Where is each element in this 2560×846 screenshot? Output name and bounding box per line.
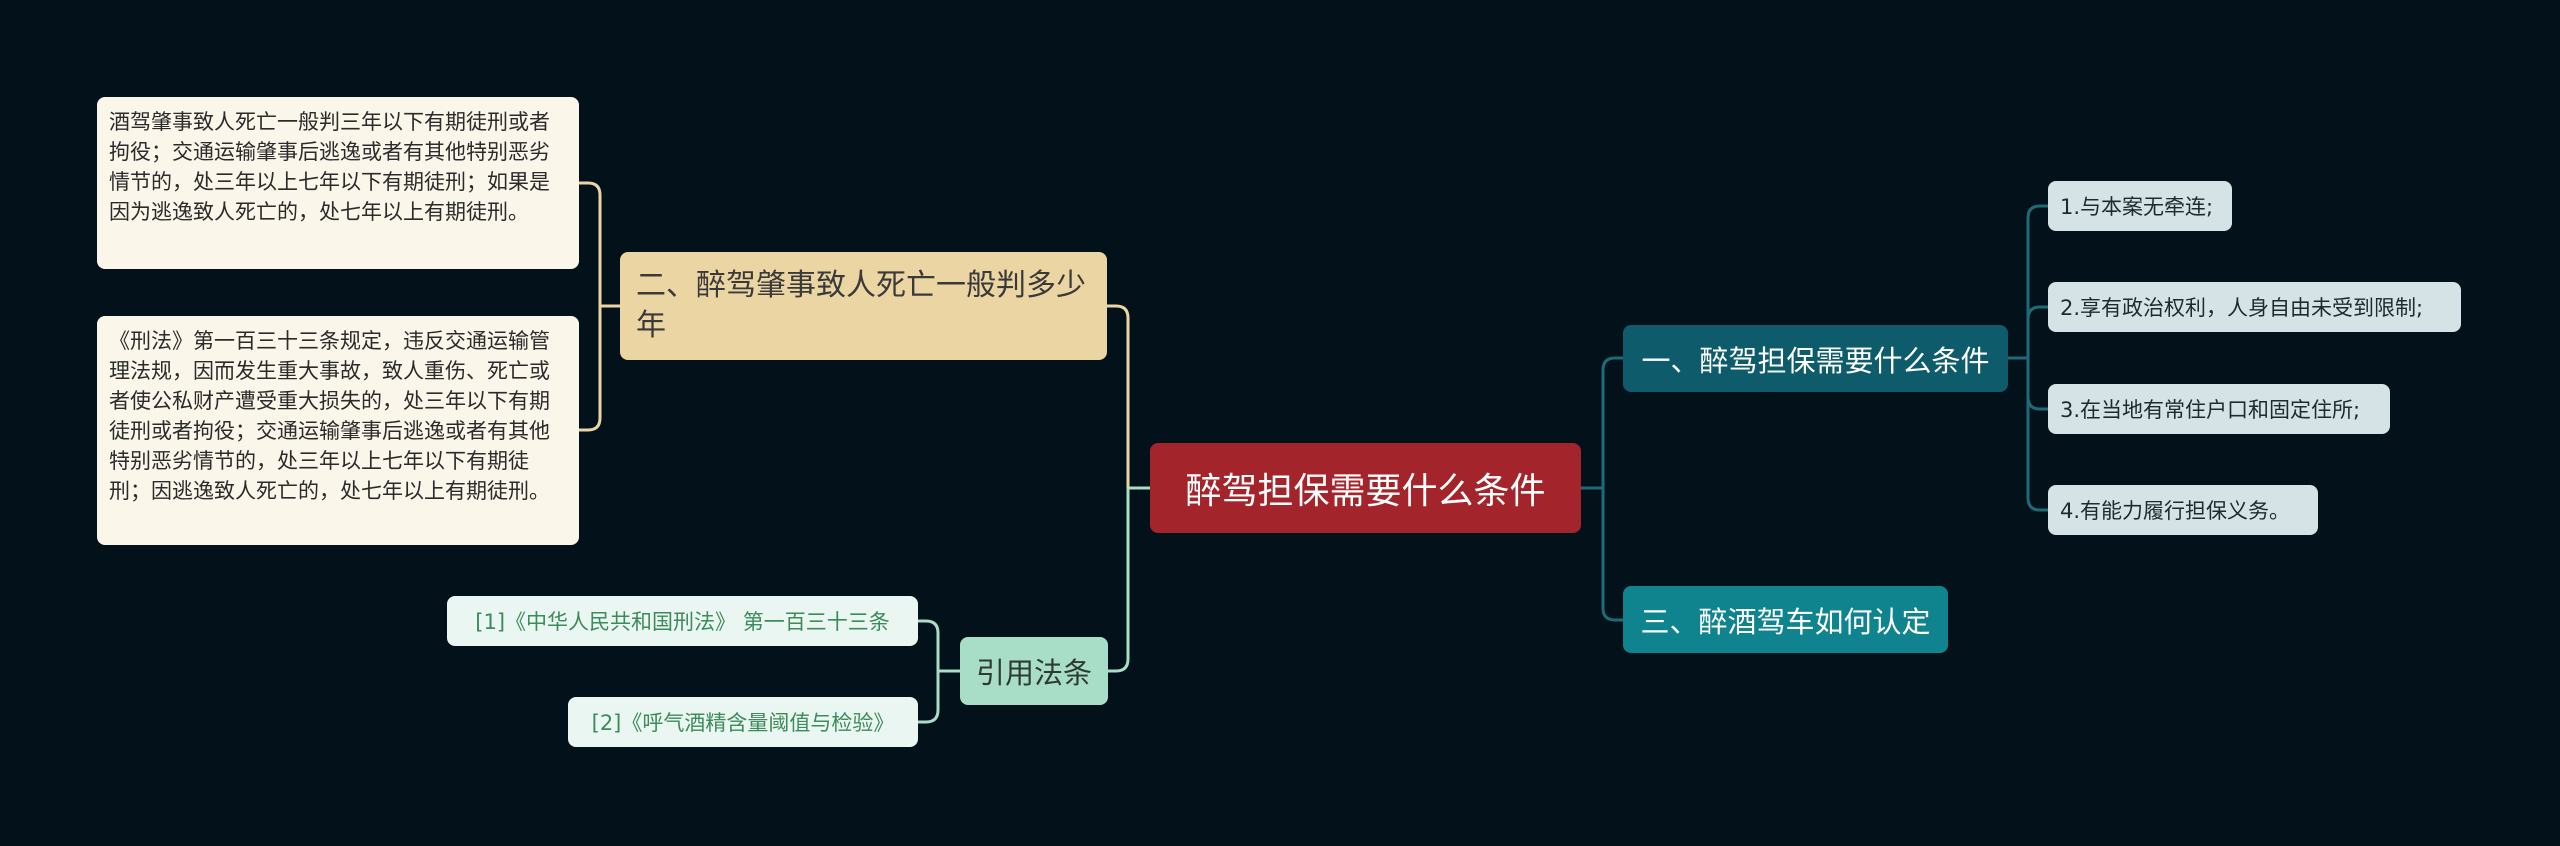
connector-right-to-branch1 — [1601, 356, 1623, 488]
condition-item-3[interactable]: 3.在当地有常住户口和固定住所; — [2048, 384, 2390, 434]
connector-branch1-text1 — [579, 181, 620, 308]
branch-cited-laws[interactable]: 引用法条 — [960, 637, 1108, 705]
root-topic-label: 醉驾担保需要什么条件 — [1185, 471, 1546, 512]
sentencing-text-2[interactable]: 《刑法》第一百三十三条规定，违反交通运输管理法规，因而发生重大事故，致人重伤、死… — [97, 316, 579, 545]
connector-rb1-item2 — [2026, 305, 2048, 358]
condition-item-4-label: 4.有能力履行担保义务。 — [2060, 499, 2291, 523]
connector-left-to-branch2 — [1108, 488, 1130, 673]
condition-item-1[interactable]: 1.与本案无牵连; — [2048, 181, 2232, 231]
branch-bail-conditions-label: 一、醉驾担保需要什么条件 — [1641, 343, 1990, 378]
cited-law-1-label: [1]《中华人民共和国刑法》 第一百三十三条 — [475, 610, 890, 634]
branch-drunk-driving-definition-label: 三、醉酒驾车如何认定 — [1640, 604, 1931, 639]
cited-law-1[interactable]: [1]《中华人民共和国刑法》 第一百三十三条 — [447, 596, 918, 646]
condition-item-2[interactable]: 2.享有政治权利，人身自由未受到限制; — [2048, 282, 2461, 332]
branch-sentencing-label: 二、醉驾肇事致人死亡一般判多少年 — [636, 268, 1086, 343]
branch-drunk-driving-definition[interactable]: 三、醉酒驾车如何认定 — [1623, 586, 1948, 653]
connector-branch2-ref2 — [918, 671, 940, 724]
condition-item-4[interactable]: 4.有能力履行担保义务。 — [2048, 485, 2318, 535]
sentencing-text-1[interactable]: 酒驾肇事致人死亡一般判三年以下有期徒刑或者拘役；交通运输肇事后逃逸或者有其他特别… — [97, 97, 579, 269]
sentencing-text-2-content: 《刑法》第一百三十三条规定，违反交通运输管理法规，因而发生重大事故，致人重伤、死… — [109, 329, 550, 503]
branch-sentencing[interactable]: 二、醉驾肇事致人死亡一般判多少年 — [620, 252, 1107, 360]
condition-item-1-label: 1.与本案无牵连; — [2060, 195, 2214, 219]
branch-cited-laws-label: 引用法条 — [975, 656, 1092, 690]
sentencing-text-1-content: 酒驾肇事致人死亡一般判三年以下有期徒刑或者拘役；交通运输肇事后逃逸或者有其他特别… — [109, 110, 550, 224]
root-topic[interactable]: 醉驾担保需要什么条件 — [1150, 443, 1581, 533]
connector-rb1-item4 — [2026, 358, 2048, 512]
connector-right-to-branch2 — [1601, 488, 1623, 622]
cited-law-2-label: [2]《呼气酒精含量阈值与检验》 — [591, 711, 895, 735]
cited-law-2[interactable]: [2]《呼气酒精含量阈值与检验》 — [568, 697, 918, 747]
condition-item-2-label: 2.享有政治权利，人身自由未受到限制; — [2060, 296, 2424, 320]
connector-branch2-ref1 — [918, 619, 960, 673]
connector-branch1-text2 — [579, 306, 602, 432]
condition-item-3-label: 3.在当地有常住户口和固定住所; — [2060, 398, 2361, 422]
branch-bail-conditions[interactable]: 一、醉驾担保需要什么条件 — [1623, 325, 2008, 392]
connector-rb1-item3 — [2026, 358, 2048, 411]
connector-rb1-item1 — [2026, 204, 2048, 358]
connector-left-to-branch1 — [1107, 304, 1130, 488]
